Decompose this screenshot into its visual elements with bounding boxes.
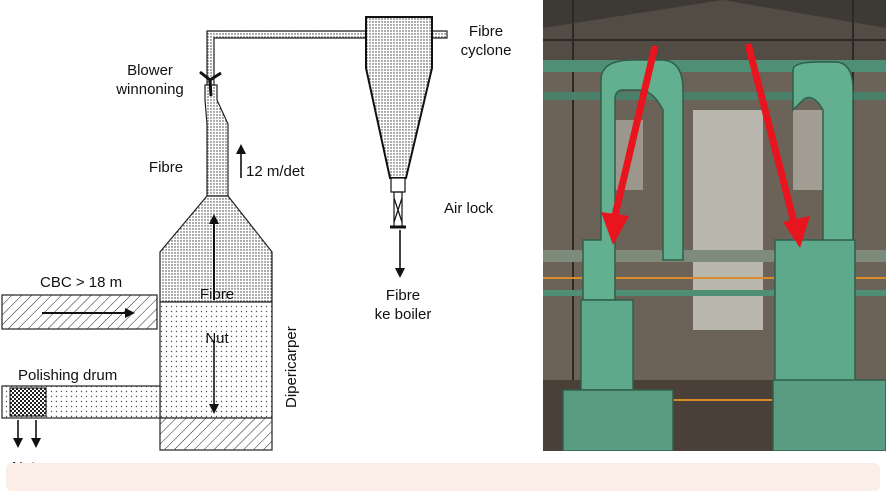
fibre-label: Fibre xyxy=(149,159,183,176)
depericarper-base xyxy=(159,417,273,451)
polishing-drum-screen xyxy=(9,387,47,417)
polishing-drum-label: Polishing drum xyxy=(18,367,117,384)
factory-photo xyxy=(543,0,886,451)
blower-fan-icon xyxy=(199,70,222,97)
fibre-riser xyxy=(204,84,229,197)
air-lock-label: Air lock xyxy=(444,200,494,217)
fibre-cyclone xyxy=(365,16,433,179)
nut-inside-label: Nut xyxy=(205,330,229,347)
red-arrow-right xyxy=(744,43,799,227)
red-arrow-left xyxy=(609,45,659,225)
caption-bar xyxy=(6,463,880,491)
cbc-label: CBC > 18 m xyxy=(40,274,122,291)
speed-label: 12 m/det xyxy=(246,163,305,180)
cyclone-outlet xyxy=(390,177,406,193)
air-lock-icon xyxy=(390,191,406,229)
fibre-inside-label: Fibre xyxy=(200,286,234,303)
depericarper-lower xyxy=(159,301,273,419)
depericarper-label: Dipericarper xyxy=(283,326,300,408)
